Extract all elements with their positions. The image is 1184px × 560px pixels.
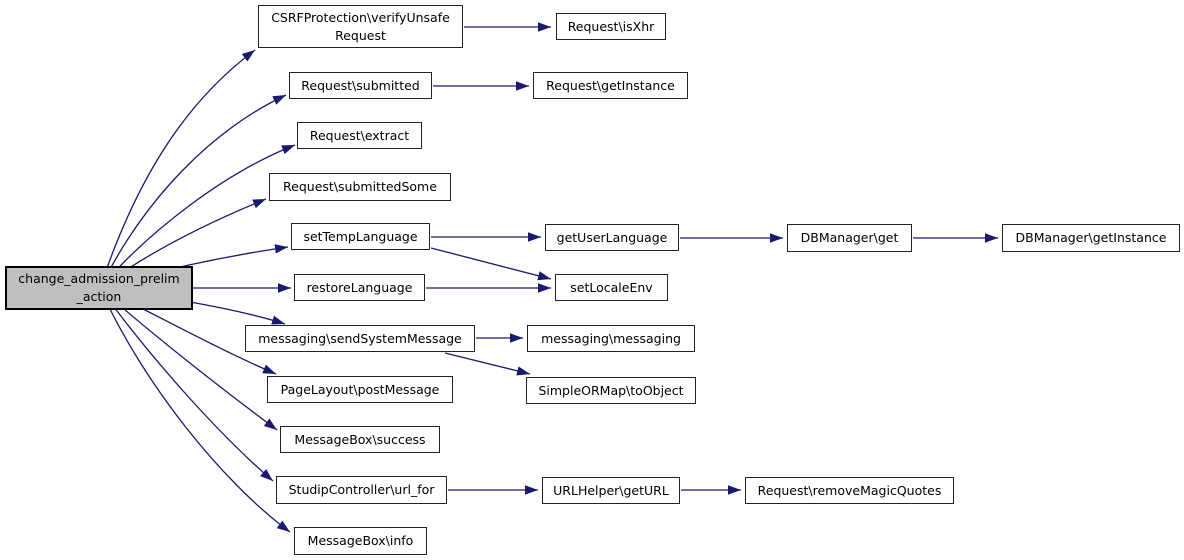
node-restorelanguage[interactable]: restoreLanguage [294, 274, 425, 301]
node-getuserlanguage[interactable]: getUserLanguage [545, 224, 679, 251]
edge-main-to-submitted [99, 94, 287, 289]
node-submittedsome[interactable]: Request\submittedSome [269, 173, 451, 201]
node-removemagicquotes[interactable]: Request\removeMagicQuotes [745, 477, 954, 504]
node-info[interactable]: MessageBox\info [294, 527, 427, 555]
node-success[interactable]: MessageBox\success [280, 426, 440, 453]
node-setlocaleenv[interactable]: setLocaleEnv [555, 274, 668, 301]
node-dbgetinstance[interactable]: DBManager\getInstance [1002, 224, 1180, 252]
node-main: change_admission_prelim _action [5, 266, 193, 310]
node-sendsystemmessage[interactable]: messaging\sendSystemMessage [245, 325, 475, 352]
edge-settemplanguage-to-setlocaleenv [430, 247, 552, 281]
node-settemplanguage[interactable]: setTempLanguage [291, 223, 430, 250]
node-messaging[interactable]: messaging\messaging [527, 325, 695, 352]
node-geturl[interactable]: URLHelper\getURL [542, 477, 680, 504]
edge-sendsystemmessage-to-toobject [444, 352, 531, 376]
edge-main-to-info [99, 287, 291, 533]
node-urlfor[interactable]: StudipController\url_for [276, 476, 447, 504]
node-csrf[interactable]: CSRFProtection\verifyUnsafe Request [258, 5, 463, 48]
node-isxhr[interactable]: Request\isXhr [556, 13, 666, 40]
node-dbget[interactable]: DBManager\get [787, 224, 912, 252]
node-toobject[interactable]: SimpleORMap\toObject [526, 377, 696, 404]
edge-main-to-csrf [99, 49, 256, 289]
node-getinstance[interactable]: Request\getInstance [533, 72, 688, 99]
node-extract[interactable]: Request\extract [297, 122, 422, 149]
edge-main-to-urlfor [99, 287, 274, 482]
node-postmessage[interactable]: PageLayout\postMessage [267, 376, 453, 403]
node-submitted[interactable]: Request\submitted [289, 72, 432, 99]
